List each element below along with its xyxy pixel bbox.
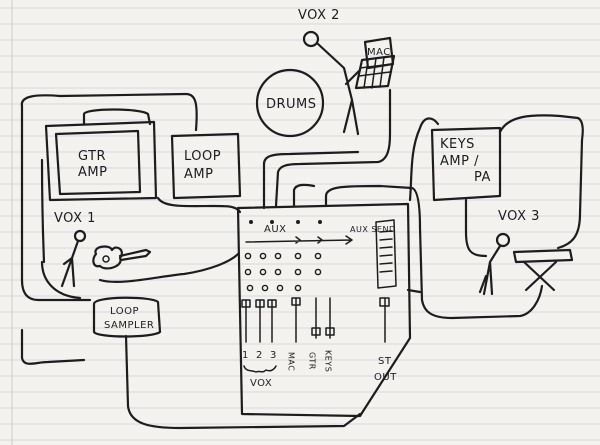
cable-sampler-to-mixer bbox=[124, 334, 362, 430]
cable-loop-amp-top bbox=[20, 92, 198, 132]
vox1-mic-head-icon bbox=[73, 229, 87, 243]
cable-mac-to-mixer bbox=[274, 88, 392, 208]
cable-keys-amp-vox3 bbox=[464, 198, 488, 258]
st-out-label-line1: ST bbox=[378, 356, 392, 367]
keys-amp: KEYS AMP / PA bbox=[430, 126, 502, 202]
gtr-amp-inner-box bbox=[54, 129, 142, 196]
mixer-outline bbox=[236, 202, 412, 418]
cable-drums-mixer bbox=[262, 150, 360, 210]
fader-cap-st-out bbox=[379, 297, 390, 307]
fader-cap-keys bbox=[325, 327, 335, 336]
keys-amp-cabinet bbox=[430, 126, 502, 202]
cable-sampler-left bbox=[20, 328, 86, 365]
cable-st-out bbox=[406, 288, 422, 294]
mac-laptop: MAC bbox=[354, 36, 396, 90]
vox2-mic-head-icon bbox=[302, 30, 320, 48]
cable-left-side bbox=[20, 104, 92, 302]
vox1-label: VOX 1 bbox=[54, 211, 96, 226]
mac-label: MAC bbox=[367, 47, 391, 58]
aux-send-label: AUX SEND bbox=[350, 225, 396, 234]
loop-amp-label-line2: AMP bbox=[184, 167, 213, 182]
fader-cap-1 bbox=[241, 299, 251, 308]
mac-channel-label: MAC bbox=[287, 352, 296, 371]
drums-label: DRUMS bbox=[266, 97, 317, 112]
cable-short-mid bbox=[292, 183, 316, 208]
vox-brace bbox=[243, 365, 277, 373]
vox3-label: VOX 3 bbox=[498, 209, 540, 224]
cable-amps-to-mixer bbox=[156, 196, 242, 214]
cable-vox1-down bbox=[40, 260, 82, 300]
keyboard-stand-icon bbox=[522, 260, 558, 292]
fader-cap-mac bbox=[291, 297, 301, 306]
cable-keys-amp-right bbox=[498, 114, 584, 250]
loop-amp-cabinet bbox=[170, 132, 242, 200]
guitar-body-icon bbox=[92, 245, 123, 270]
vox3-stand-icon bbox=[478, 244, 502, 296]
loop-sampler-box bbox=[92, 296, 162, 338]
vox-group-label: VOX bbox=[250, 378, 272, 389]
fader-cap-gtr bbox=[311, 327, 321, 336]
fader-tracks bbox=[245, 297, 386, 343]
cable-guitar-to-mixer bbox=[98, 252, 240, 283]
drums: DRUMS bbox=[255, 68, 325, 138]
gtr-amp: GTR AMP bbox=[44, 120, 158, 202]
output-meter bbox=[375, 219, 397, 289]
keys-amp-label-line3: PA bbox=[474, 170, 491, 185]
gtr-channel-label: GTR bbox=[308, 352, 317, 370]
loop-sampler-label-line1: LOOP bbox=[110, 306, 139, 317]
loop-sampler: LOOP SAMPLER bbox=[92, 296, 162, 338]
st-out-label-line2: OUT bbox=[374, 372, 397, 383]
ch1-label: 1 bbox=[242, 350, 249, 361]
gtr-amp-cabinet bbox=[44, 120, 158, 202]
cables bbox=[20, 88, 584, 430]
ch2-label: 2 bbox=[256, 350, 263, 361]
keyboard-body-icon bbox=[512, 248, 574, 264]
vox3-figure: VOX 3 bbox=[478, 209, 540, 296]
loop-amp: LOOP AMP bbox=[170, 132, 242, 200]
vox2-stand-icon bbox=[316, 42, 362, 136]
cable-mixer-to-keys-amp bbox=[408, 117, 440, 202]
cable-to-keys-area bbox=[324, 184, 544, 320]
fader-cap-2 bbox=[255, 299, 265, 308]
drums-circle bbox=[255, 68, 325, 138]
vox3-mic-head-icon bbox=[495, 232, 511, 248]
ch3-label: 3 bbox=[270, 350, 277, 361]
aux-arrow bbox=[245, 235, 353, 245]
guitar-neck-icon bbox=[118, 248, 152, 262]
aux-label: AUX bbox=[264, 224, 287, 235]
loop-sampler-label-line2: SAMPLER bbox=[104, 320, 154, 331]
vox2-figure: VOX 2 bbox=[298, 8, 362, 136]
gtr-amp-label-line2: AMP bbox=[78, 165, 107, 180]
cable-gtr-amp-top bbox=[82, 108, 152, 126]
keyboard bbox=[512, 248, 574, 292]
cable-gtr-amp-left bbox=[40, 158, 46, 264]
loop-amp-label-line1: LOOP bbox=[184, 149, 221, 164]
fader-cap-3 bbox=[267, 299, 277, 308]
vox1-stand-icon bbox=[60, 239, 80, 288]
vox1-figure: VOX 1 bbox=[54, 211, 152, 288]
gtr-amp-label-line1: GTR bbox=[78, 149, 106, 164]
keys-amp-label-line1: KEYS bbox=[440, 137, 475, 152]
keys-amp-label-line2: AMP / bbox=[440, 154, 479, 169]
mixer: AUX AUX SEND 1 2 3 VOX MAC bbox=[236, 202, 412, 418]
vox2-label: VOX 2 bbox=[298, 8, 340, 23]
keys-channel-label: KEYS bbox=[324, 350, 333, 372]
